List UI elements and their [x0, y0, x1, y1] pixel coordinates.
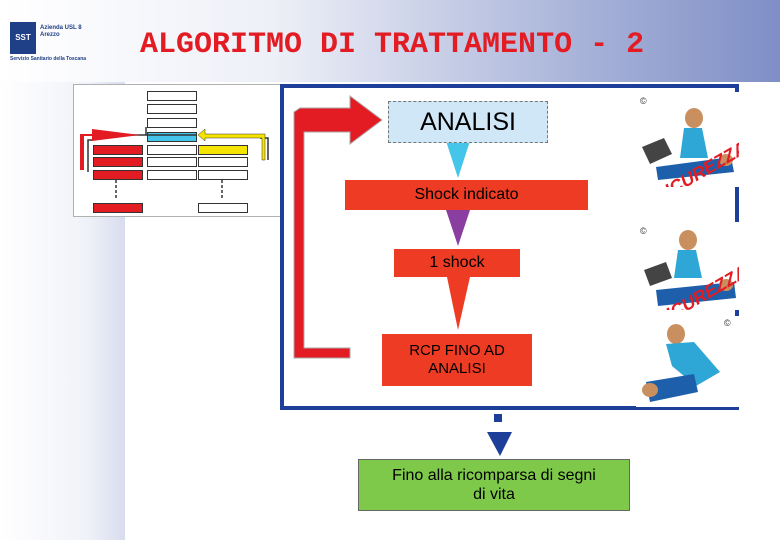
mini-box [147, 118, 197, 128]
mini-box [147, 91, 197, 101]
mini-box [198, 170, 248, 180]
one-shock-box: 1 shock [394, 249, 520, 277]
copyright-2: © [640, 226, 647, 236]
safety-illustration-1: SICUREZZA! © [636, 92, 739, 187]
mini-box-noshock [198, 145, 248, 155]
page-title: ALGORITMO DI TRATTAMENTO - 2 [140, 28, 645, 62]
mini-box-shock [93, 157, 143, 167]
analisi-down-arrow [446, 141, 470, 178]
loop-arrow [293, 95, 383, 359]
shock-down-arrow [446, 210, 470, 246]
mini-box [198, 203, 248, 213]
safety-illustration-2: SICUREZZA! © [636, 222, 739, 310]
analisi-box: ANALISI [388, 101, 548, 143]
final-arrow-stem [494, 414, 502, 422]
logo-subtitle: Servizio Sanitario della Toscana [10, 56, 87, 62]
mini-red-arrow [80, 129, 140, 170]
mini-box [147, 157, 197, 167]
cpr-line-1: RCP FINO AD [409, 342, 505, 359]
one-shock-down-arrow [447, 277, 470, 330]
mini-box-shock [93, 170, 143, 180]
mini-box [147, 104, 197, 114]
header-background [0, 0, 780, 82]
final-line-1: Fino alla ricomparsa di segni [392, 467, 596, 484]
until-signs-of-life-box: Fino alla ricomparsa di segni di vita [358, 459, 630, 511]
mini-box [198, 157, 248, 167]
shock-indicated-box: Shock indicato [345, 180, 588, 210]
final-down-arrow [487, 432, 512, 456]
organization-logo: SST Azienda USL 8 Arezzo Servizio Sanita… [8, 22, 86, 66]
logo-name: Azienda USL 8 Arezzo [40, 25, 82, 38]
mini-box [147, 145, 197, 155]
copyright-3: © [724, 318, 731, 328]
mini-box [147, 170, 197, 180]
mini-yellow-arrow [197, 128, 266, 161]
mini-box-shock [93, 203, 143, 213]
mini-box-shock [93, 145, 143, 155]
cpr-line-2: ANALISI [428, 360, 486, 377]
logo-mark: SST [10, 22, 36, 54]
cpr-until-analysis-box: RCP FINO AD ANALISI [382, 334, 532, 386]
rescuer-drawing-icon: SICUREZZA! © [640, 96, 739, 187]
mini-algorithm-overview [73, 84, 282, 217]
mini-box-analysis [147, 132, 197, 142]
rescuer-drawing-icon: SICUREZZA! © [640, 226, 739, 310]
copyright-1: © [640, 96, 647, 106]
cpr-drawing-icon: © [642, 318, 731, 402]
final-line-2: di vita [473, 486, 515, 503]
cpr-illustration: © [636, 316, 739, 407]
